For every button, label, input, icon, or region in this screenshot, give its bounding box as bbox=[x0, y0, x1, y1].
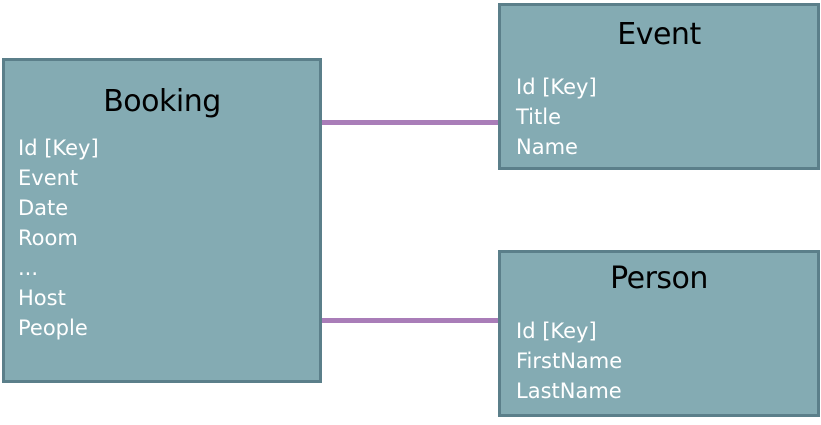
entity-title: Person bbox=[610, 261, 708, 296]
connector-booking-person bbox=[322, 318, 498, 323]
entity-field-list: Id [Key] FirstName LastName bbox=[501, 316, 817, 406]
entity-field: People bbox=[18, 316, 88, 340]
entity-field-list: Id [Key] Title Name bbox=[501, 72, 817, 162]
entity-title: Event bbox=[617, 17, 701, 52]
entity-field: ... bbox=[18, 256, 39, 280]
entity-event: Event Id [Key] Title Name bbox=[498, 3, 820, 170]
entity-field: Room bbox=[18, 226, 78, 250]
connector-booking-event bbox=[322, 120, 498, 125]
entity-field: LastName bbox=[516, 379, 622, 403]
entity-field: FirstName bbox=[516, 349, 623, 373]
entity-field: Id [Key] bbox=[18, 136, 99, 160]
entity-field: Name bbox=[516, 135, 578, 159]
entity-booking: Booking Id [Key] Event Date Room ... Hos… bbox=[2, 58, 322, 383]
entity-field-list: Id [Key] Event Date Room ... Host People bbox=[5, 133, 319, 343]
entity-field: Date bbox=[18, 196, 69, 220]
entity-field: Id [Key] bbox=[516, 75, 597, 99]
entity-title: Booking bbox=[103, 84, 221, 119]
entity-field: Title bbox=[516, 105, 562, 129]
entity-person: Person Id [Key] FirstName LastName bbox=[498, 250, 820, 417]
entity-field: Event bbox=[18, 166, 79, 190]
entity-field: Id [Key] bbox=[516, 319, 597, 343]
entity-field: Host bbox=[18, 286, 66, 310]
